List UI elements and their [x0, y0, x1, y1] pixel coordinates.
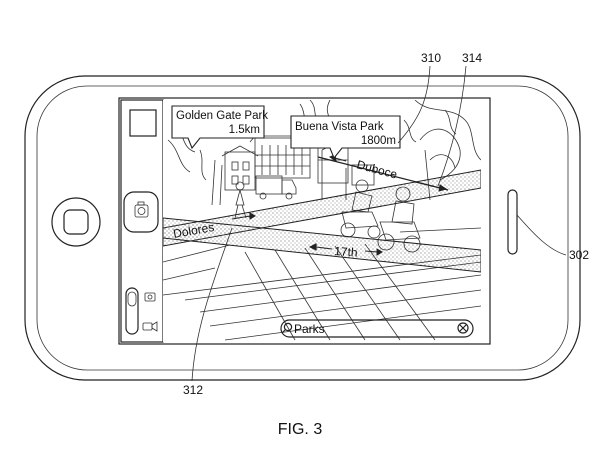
phone-bezel	[36, 85, 569, 371]
ref-numeral-314: 314	[462, 51, 482, 65]
phone-body	[24, 75, 581, 381]
leader-line-314	[437, 65, 467, 187]
truck	[255, 175, 297, 200]
speaker-slot	[507, 189, 518, 255]
figure-caption: FIG. 3	[278, 421, 323, 438]
screen	[118, 97, 491, 345]
ref-numeral-302: 302	[569, 248, 589, 262]
poi-callout-buena-vista-park[interactable]: Buena Vista Park 1800m	[290, 115, 401, 160]
ref-numeral-310: 310	[421, 51, 441, 65]
search-input[interactable]: Parks	[294, 322, 325, 336]
street-overlay-17th	[163, 217, 481, 273]
poi-name: Golden Gate Park	[176, 110, 268, 122]
leader-line-302	[516, 214, 567, 256]
tree-left	[167, 124, 223, 206]
home-button-icon[interactable]	[51, 197, 101, 247]
clear-search-icon[interactable]	[457, 322, 469, 334]
camera-video-toggle[interactable]	[125, 287, 139, 335]
leader-line-310	[397, 65, 431, 144]
last-photo-thumbnail[interactable]	[129, 109, 157, 137]
ref-numeral-312: 312	[183, 383, 203, 397]
search-field[interactable]: Parks	[280, 319, 474, 338]
photo-camera-icon	[144, 292, 156, 302]
search-icon	[282, 322, 293, 333]
road-lines	[163, 227, 481, 341]
camera-shutter-icon[interactable]	[123, 191, 159, 233]
poi-name: Buena Vista Park	[295, 121, 384, 133]
tree-foliage	[299, 100, 481, 201]
buildings	[221, 135, 375, 191]
street-label-17th: 17th	[334, 244, 358, 260]
video-camera-icon	[142, 321, 158, 332]
leader-line-312	[191, 227, 233, 382]
direction-arrows	[231, 154, 448, 256]
poi-distance: 1.5km	[229, 124, 260, 136]
poi-callout-golden-gate-park[interactable]: Golden Gate Park 1.5km	[171, 105, 268, 150]
poi-distance: 1800m	[361, 135, 396, 147]
camera-control-panel	[120, 99, 164, 343]
